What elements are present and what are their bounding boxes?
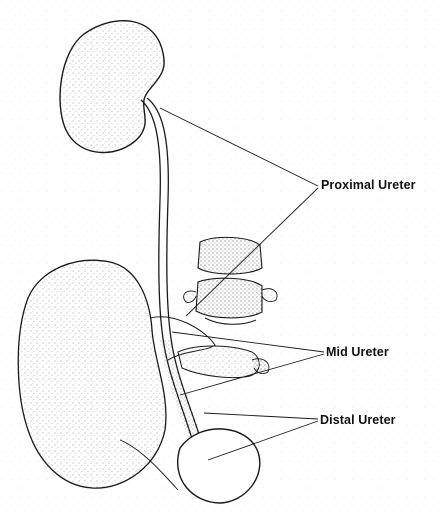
mid-ureter-label: Mid Ureter xyxy=(326,345,389,359)
distal-ureter-label: Distal Ureter xyxy=(320,413,396,427)
proximal-ureter-label: Proximal Ureter xyxy=(321,178,416,192)
bladder-shape xyxy=(178,429,260,503)
